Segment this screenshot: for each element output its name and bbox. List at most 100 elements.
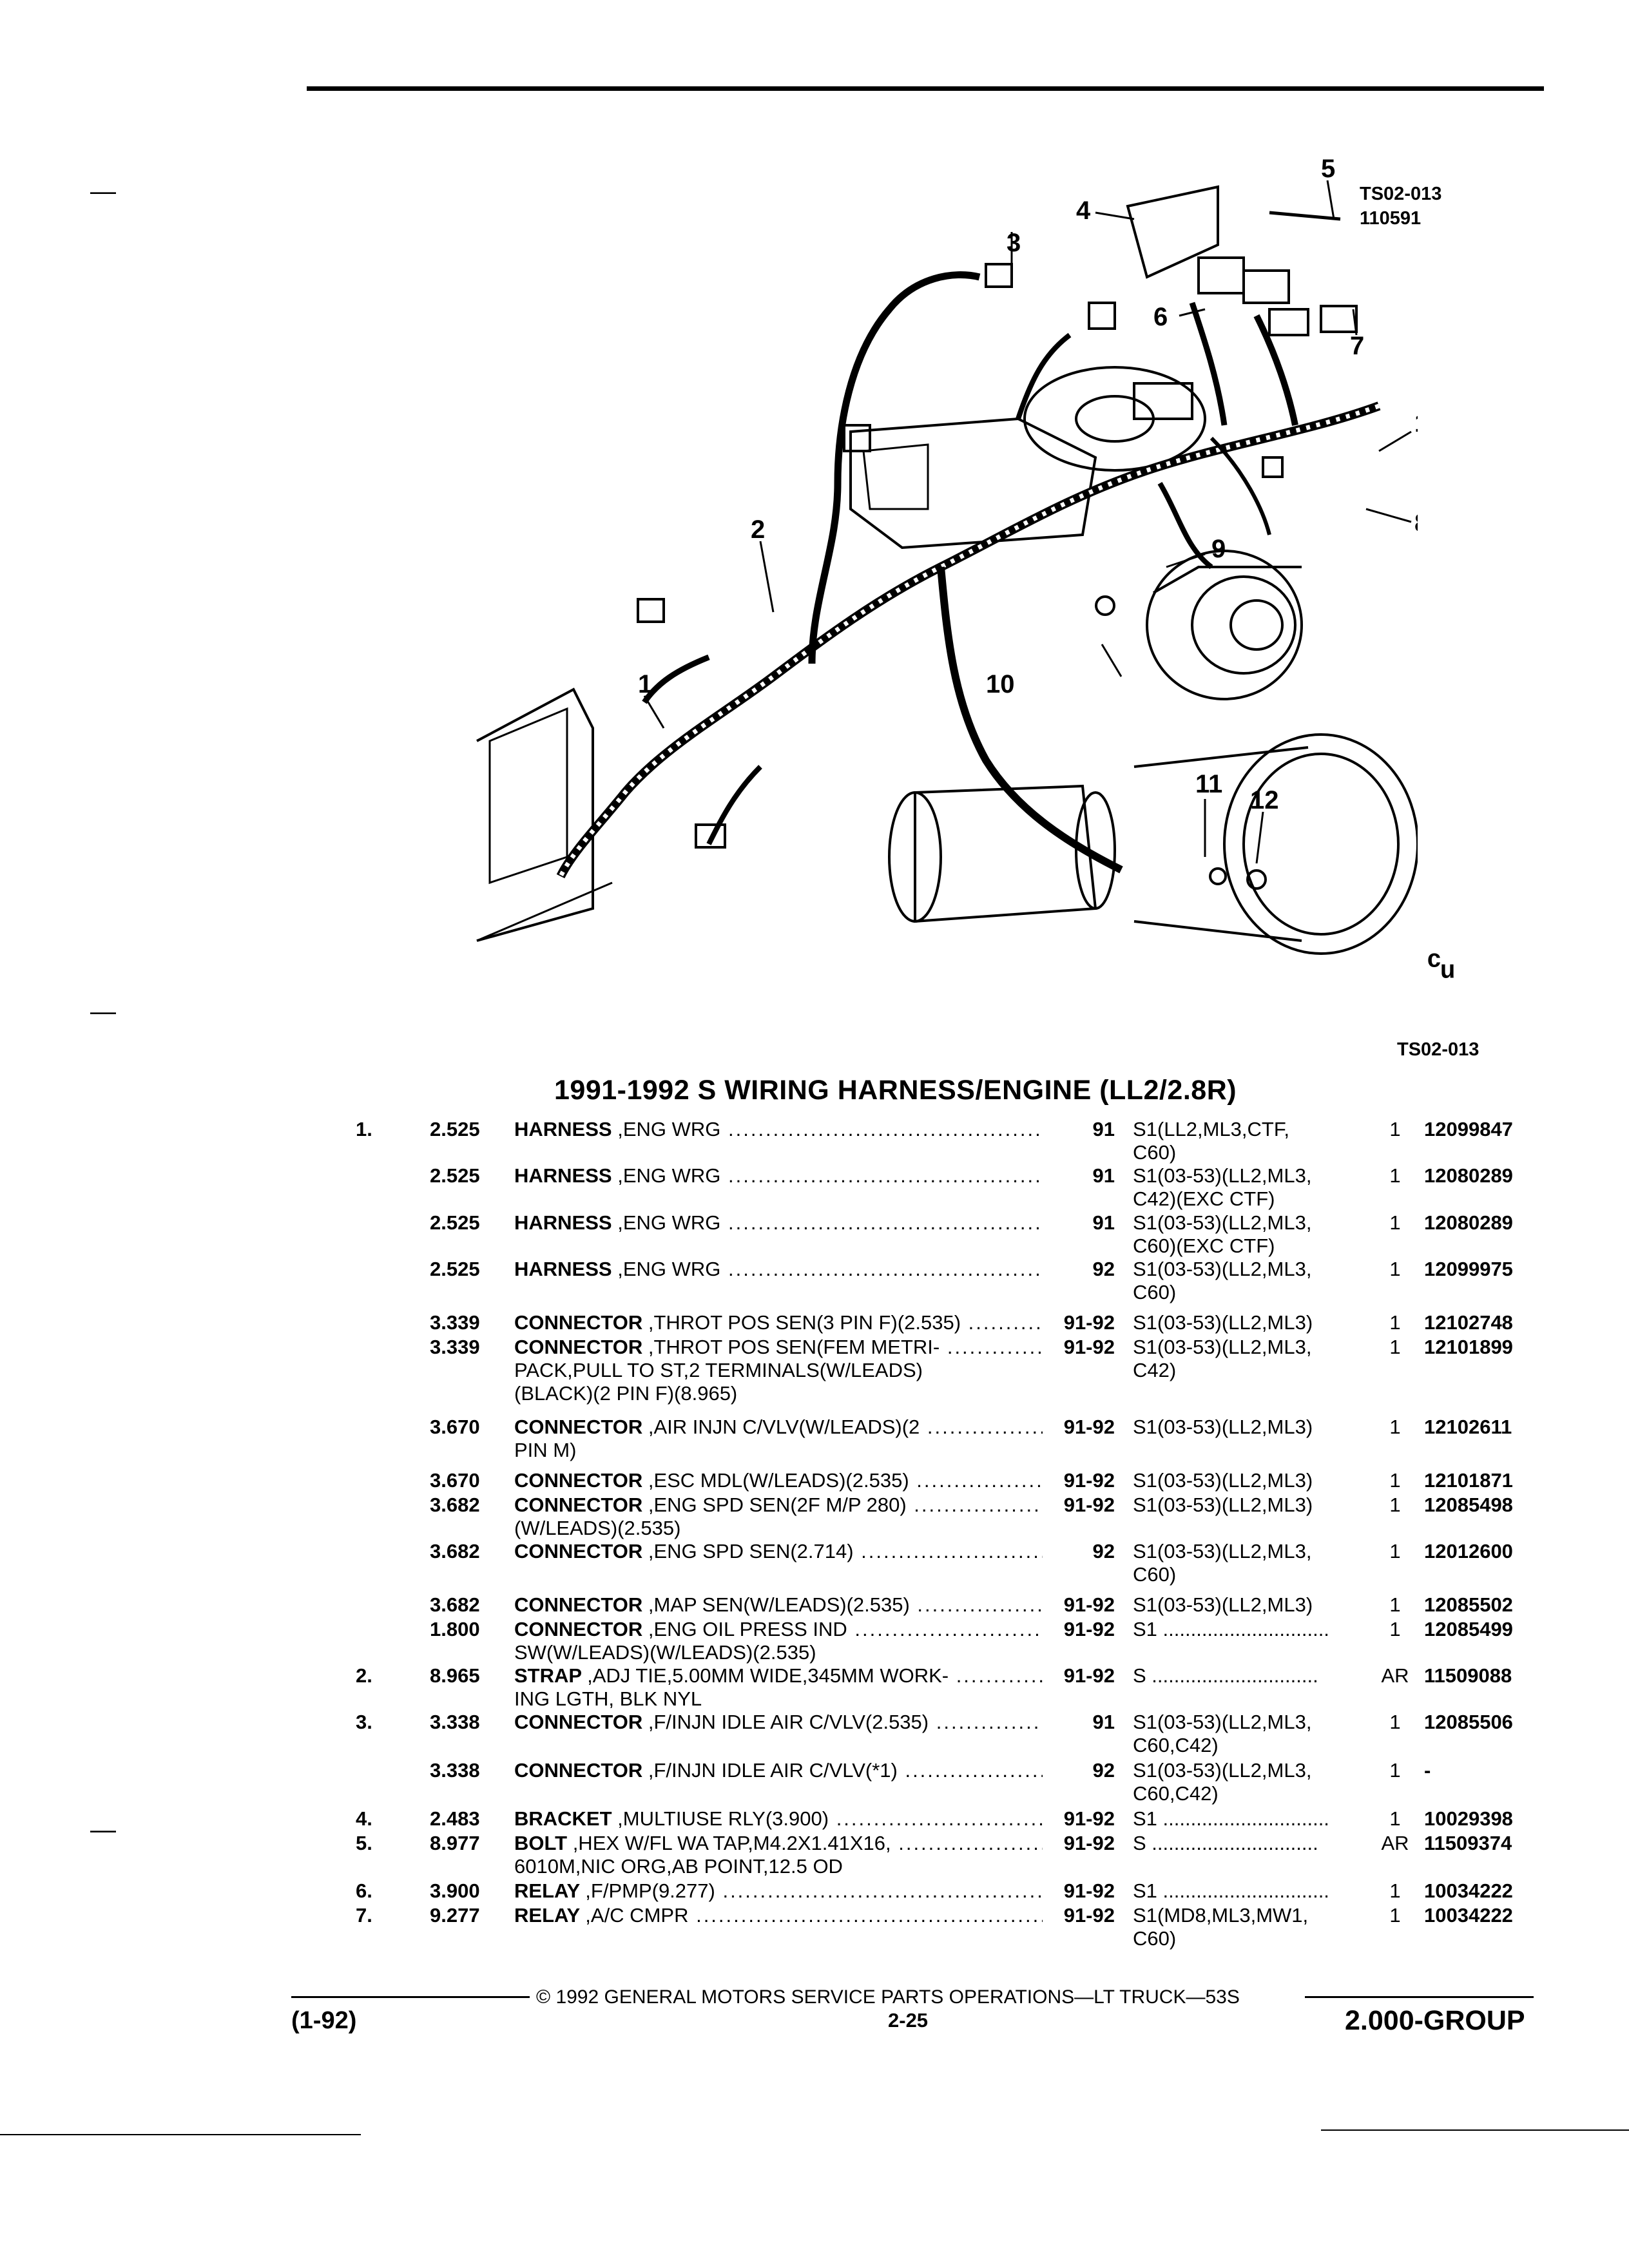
figure-code: TS02-013 xyxy=(1360,184,1442,204)
part-number: 12099847 xyxy=(1424,1118,1513,1140)
part-desc-text: ,ENG WRG xyxy=(617,1211,721,1234)
group-code: 3.339 xyxy=(430,1311,480,1334)
model-usage-continued: C60) xyxy=(1133,1141,1177,1164)
model-usage: S1(03-53)(LL2,ML3, xyxy=(1133,1540,1312,1562)
model-year: 92 xyxy=(1092,1540,1115,1562)
part-number: 11509088 xyxy=(1424,1664,1512,1687)
group-code: 3.338 xyxy=(430,1711,480,1733)
model-usage: S1(03-53)(LL2,ML3, xyxy=(1133,1164,1312,1187)
quantity: 1 xyxy=(1389,1540,1401,1562)
model-year: 91-92 xyxy=(1063,1664,1115,1687)
model-year: 92 xyxy=(1092,1759,1115,1782)
quantity: AR xyxy=(1381,1664,1409,1687)
part-name: CONNECTOR xyxy=(514,1494,648,1516)
part-desc-text: ,F/PMP(9.277) xyxy=(585,1879,715,1902)
bottom-rule-left xyxy=(0,2134,361,2135)
part-description: RELAY ,F/PMP(9.277) ....................… xyxy=(514,1879,1043,1903)
quantity: 1 xyxy=(1389,1711,1401,1733)
dot-leader: .............................. xyxy=(1146,1664,1318,1687)
model-usage: S1(03-53)(LL2,ML3, xyxy=(1133,1336,1312,1358)
quantity: AR xyxy=(1381,1832,1409,1854)
model-usage-continued: C60) xyxy=(1133,1281,1177,1303)
quantity: 1 xyxy=(1389,1469,1401,1492)
part-desc-text: ,F/INJN IDLE AIR C/VLV(2.535) xyxy=(648,1711,929,1733)
model-usage: S1(03-53)(LL2,ML3) xyxy=(1133,1416,1313,1438)
part-description-continued: SW(W/LEADS)(W/LEADS)(2.535) xyxy=(514,1641,816,1664)
dot-leader: ........................................… xyxy=(728,1164,1043,1187)
part-desc-text: ,ENG WRG xyxy=(617,1164,721,1187)
part-name: CONNECTOR xyxy=(514,1540,648,1562)
group-code: 3.338 xyxy=(430,1759,480,1782)
callout-number: 10 xyxy=(986,670,1015,698)
model-usage: S .............................. xyxy=(1133,1832,1318,1854)
figure-code-bottom: TS02-013 xyxy=(1397,1039,1480,1060)
part-name: CONNECTOR xyxy=(514,1759,648,1782)
part-desc-text: ,THROT POS SEN(3 PIN F)(2.535) xyxy=(648,1311,961,1334)
part-name: HARNESS xyxy=(514,1211,618,1234)
model-usage: S1(03-53)(LL2,ML3) xyxy=(1133,1469,1313,1492)
model-year: 91-92 xyxy=(1063,1618,1115,1640)
model-year: 91-92 xyxy=(1063,1807,1115,1830)
footer-date: (1-92) xyxy=(291,2007,357,2034)
part-desc-text: ,MULTIUSE RLY(3.900) xyxy=(617,1807,829,1830)
figure-date-code: 110591 xyxy=(1360,208,1422,229)
model-year: 91-92 xyxy=(1063,1879,1115,1902)
callout-number: 3 xyxy=(1007,229,1021,257)
part-desc-text: ,A/C CMPR xyxy=(585,1904,689,1927)
part-name: HARNESS xyxy=(514,1118,618,1140)
group-code: 3.682 xyxy=(430,1593,480,1616)
model-usage-continued: C60,C42) xyxy=(1133,1734,1219,1756)
part-desc-text: ,ENG OIL PRESS IND xyxy=(648,1618,847,1640)
model-usage-continued: C60) xyxy=(1133,1927,1177,1950)
part-description-continued: (BLACK)(2 PIN F)(8.965) xyxy=(514,1382,738,1405)
dot-leader: ........................................… xyxy=(947,1336,1043,1358)
part-number: 10034222 xyxy=(1424,1904,1513,1927)
dot-leader: .............................. xyxy=(1157,1807,1329,1830)
part-number: - xyxy=(1424,1759,1431,1782)
part-number: 12085506 xyxy=(1424,1711,1513,1733)
part-number: 11509374 xyxy=(1424,1832,1512,1854)
model-year: 91-92 xyxy=(1063,1336,1115,1358)
group-code: 2.525 xyxy=(430,1258,480,1280)
dot-leader: ........................................… xyxy=(968,1311,1043,1334)
part-number: 10034222 xyxy=(1424,1879,1513,1902)
group-label: 2.000-GROUP xyxy=(1345,2005,1525,2036)
model-usage: S1 .............................. xyxy=(1133,1618,1329,1640)
part-desc-text: ,ENG SPD SEN(2F M/P 280) xyxy=(648,1494,907,1516)
part-description: CONNECTOR ,MAP SEN(W/LEADS)(2.535) .....… xyxy=(514,1593,1043,1617)
quantity: 1 xyxy=(1389,1258,1401,1280)
model-usage: S1(MD8,ML3,MW1, xyxy=(1133,1904,1309,1927)
callout-number: 6 xyxy=(1153,303,1168,331)
dot-leader: ........................................… xyxy=(917,1593,1043,1616)
model-usage: S1(03-53)(LL2,ML3, xyxy=(1133,1258,1312,1280)
group-code: 1.800 xyxy=(430,1618,480,1640)
quantity: 1 xyxy=(1389,1164,1401,1187)
quantity: 1 xyxy=(1389,1593,1401,1616)
dot-leader: ........................................… xyxy=(728,1118,1043,1140)
callout-number: 7 xyxy=(1350,332,1364,360)
model-usage: S1(03-53)(LL2,ML3, xyxy=(1133,1759,1312,1782)
part-description-continued: ING LGTH, BLK NYL xyxy=(514,1687,702,1710)
quantity: 1 xyxy=(1389,1879,1401,1902)
quantity: 1 xyxy=(1389,1904,1401,1927)
part-desc-text: ,ESC MDL(W/LEADS)(2.535) xyxy=(648,1469,909,1492)
dot-leader: ........................................… xyxy=(696,1904,1043,1927)
part-number: 12080289 xyxy=(1424,1164,1513,1187)
part-description: STRAP ,ADJ TIE,5.00MM WIDE,345MM WORK- .… xyxy=(514,1664,1043,1687)
dot-leader: ........................................… xyxy=(861,1540,1043,1562)
part-name: HARNESS xyxy=(514,1164,618,1187)
part-description: BRACKET ,MULTIUSE RLY(3.900) ...........… xyxy=(514,1807,1043,1831)
part-number: 12099975 xyxy=(1424,1258,1513,1280)
item-number: 5. xyxy=(356,1832,372,1854)
model-usage-continued: C42) xyxy=(1133,1359,1177,1381)
part-desc-text: ,F/INJN IDLE AIR C/VLV(*1) xyxy=(648,1759,898,1782)
item-number: 7. xyxy=(356,1904,372,1927)
figure-code-block: TS02-013 110591 xyxy=(1360,182,1441,231)
quantity: 1 xyxy=(1389,1311,1401,1334)
group-code: 3.682 xyxy=(430,1540,480,1562)
dot-leader: ........................................… xyxy=(956,1664,1043,1687)
model-usage-continued: C60) xyxy=(1133,1563,1177,1586)
part-desc-text: ,AIR INJN C/VLV(W/LEADS)(2 xyxy=(648,1416,920,1438)
quantity: 1 xyxy=(1389,1211,1401,1234)
model-year: 91 xyxy=(1092,1164,1115,1187)
